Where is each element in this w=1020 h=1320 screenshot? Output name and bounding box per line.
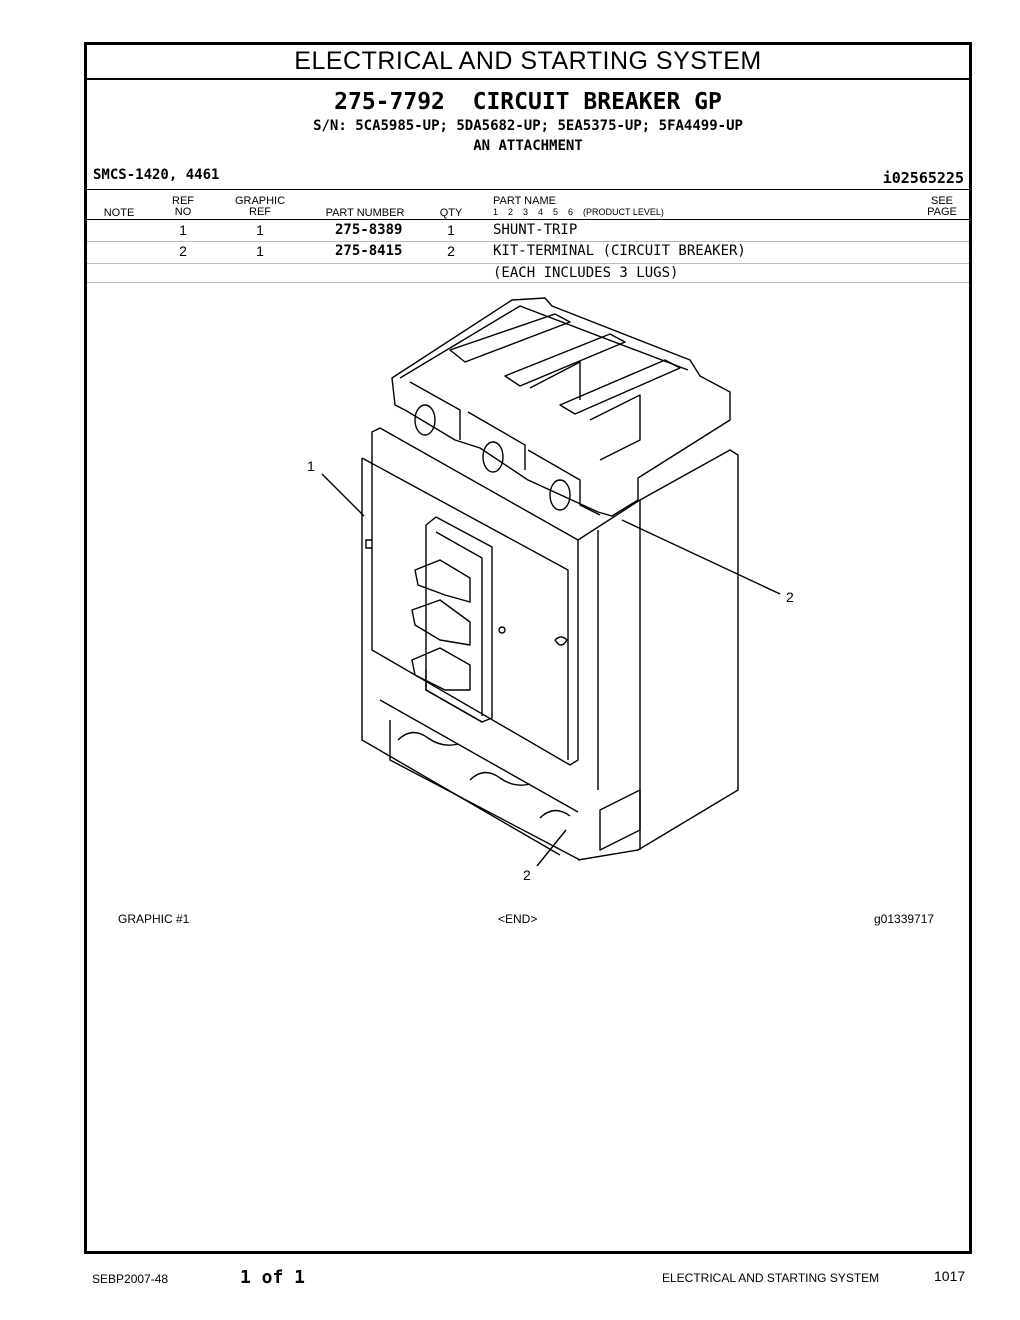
callout-label-1: 1	[307, 458, 315, 474]
callout-leader-3	[536, 829, 567, 867]
col-ref-no-bottom: NO	[174, 206, 192, 218]
row2-part-name: KIT-TERMINAL (CIRCUIT BREAKER)	[493, 243, 746, 259]
row1-part-name: SHUNT-TRIP	[493, 222, 578, 238]
bottom-terminal	[539, 809, 571, 819]
terminal-lug	[589, 394, 641, 461]
row-rule	[87, 241, 969, 242]
breaker-side	[577, 449, 739, 861]
handle-lever	[414, 559, 471, 603]
terminal-hole	[549, 479, 571, 511]
serial-numbers: S/N: 5CA5985-UP; 5DA5682-UP; 5EA5375-UP;…	[313, 118, 743, 134]
callout-leader-1	[321, 473, 365, 517]
row1-ref-no: 1	[179, 222, 187, 238]
breaker-front-edge	[361, 457, 569, 760]
col-part-number: PART NUMBER	[325, 207, 405, 219]
terminal-top-edge	[399, 305, 689, 379]
row1-qty: 1	[447, 222, 455, 238]
terminal-slot	[504, 333, 626, 387]
terminal-slot	[559, 359, 681, 415]
bottom-terminal-block	[599, 789, 641, 851]
breaker-front-face	[371, 427, 579, 766]
footer-page-number: 1017	[934, 1268, 966, 1284]
row2-qty: 2	[447, 243, 455, 259]
footer-section: ELECTRICAL AND STARTING SYSTEM	[662, 1271, 880, 1285]
section-title: ELECTRICAL AND STARTING SYSTEM	[87, 45, 969, 80]
breaker-notch	[554, 636, 568, 646]
graphic-id: g01339717	[874, 912, 935, 926]
row2-part-number: 275-8415	[335, 243, 403, 259]
col-product-level: 1 2 3 4 5 6 (PRODUCT LEVEL)	[493, 207, 664, 217]
attachment-label: AN ATTACHMENT	[473, 138, 583, 154]
col-note: NOTE	[103, 207, 135, 219]
terminal-wall	[409, 381, 461, 440]
graphic-caption: GRAPHIC #1	[118, 912, 190, 926]
row1-graphic-ref: 1	[256, 222, 264, 238]
col-see-page-top: SEE	[930, 195, 953, 207]
handle-window-inner	[435, 531, 483, 716]
footer-doc-id: SEBP2007-48	[92, 1272, 169, 1286]
smcs-code: SMCS-1420, 4461	[93, 167, 220, 183]
terminal-hole	[414, 404, 436, 436]
handle-lever	[411, 599, 471, 646]
col-ref-no-top: REF	[172, 195, 194, 207]
col-see-page-bottom: PAGE	[927, 206, 957, 218]
terminal-lug	[529, 361, 581, 400]
bottom-terminal	[397, 731, 459, 746]
row3-part-name: (EACH INCLUDES 3 LUGS)	[493, 265, 679, 281]
row2-graphic-ref: 1	[256, 243, 264, 259]
terminal-slot	[449, 313, 571, 363]
end-marker: <END>	[498, 912, 538, 926]
terminal-wall	[527, 449, 601, 516]
terminal-block-outline	[391, 297, 731, 517]
callout-label-3: 2	[523, 867, 531, 883]
callout-label-2: 2	[786, 589, 794, 605]
illustration-id: i02565225	[882, 169, 964, 187]
callout-leader-2	[621, 519, 781, 595]
breaker-base-line	[379, 699, 579, 813]
terminal-wall	[467, 411, 526, 470]
footer-page-of: 1 of 1	[240, 1267, 306, 1288]
group-title: 275-7792 CIRCUIT BREAKER GP	[334, 89, 722, 115]
row-rule	[87, 282, 969, 283]
bottom-terminal	[469, 771, 531, 786]
terminal-hole	[482, 441, 504, 473]
col-part-name: PART NAME	[493, 195, 556, 207]
handle-lever	[411, 647, 471, 691]
handle-window-base	[425, 670, 483, 723]
breaker-notch	[365, 539, 372, 549]
col-graphic-ref-top: GRAPHIC	[234, 195, 286, 207]
row-rule	[87, 263, 969, 264]
table-header-rule	[87, 219, 969, 220]
breaker-left-edge	[361, 458, 561, 856]
row1-part-number: 275-8389	[335, 222, 403, 238]
breaker-base-line	[389, 720, 581, 861]
col-qty: QTY	[439, 207, 463, 219]
page-frame: ELECTRICAL AND STARTING SYSTEM 275-7792 …	[84, 42, 972, 1254]
row2-ref-no: 2	[179, 243, 187, 259]
breaker-screw	[498, 626, 506, 634]
col-graphic-ref-bottom: REF	[249, 206, 271, 218]
table-top-rule	[87, 189, 969, 190]
